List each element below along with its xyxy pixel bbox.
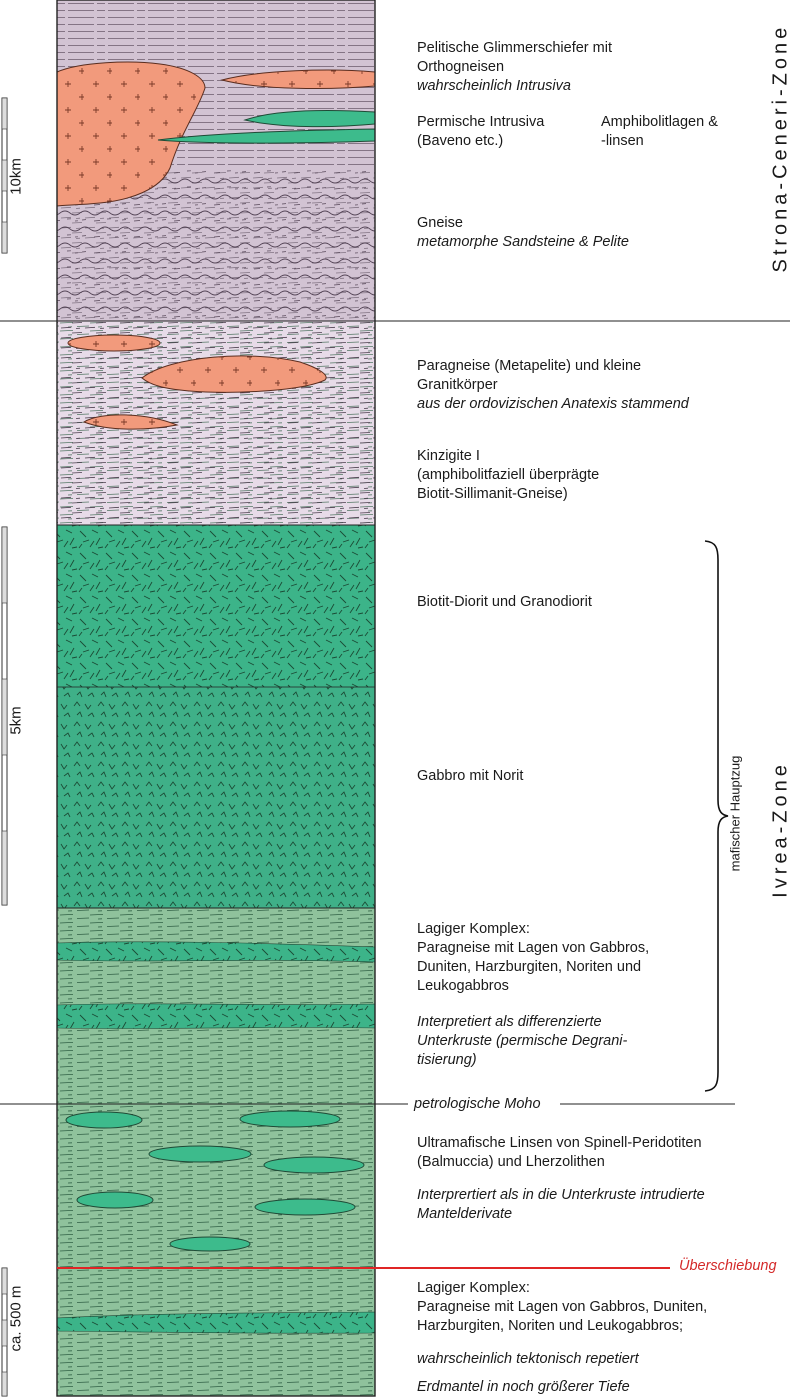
unit-layered-lower-note2: Erdmantel in noch größerer Tiefe [417, 1379, 630, 1395]
zone-label-ivrea: Ivrea-Zone [769, 761, 790, 898]
moho-label: petrologische Moho [414, 1096, 541, 1112]
unit-paragneiss-line2: Granitkörper [417, 377, 498, 393]
unit-ultramafic-line2: (Balmuccia) und Lherzolithen [417, 1154, 605, 1170]
permian-intrusion [56, 61, 376, 207]
granite-bodies [67, 334, 327, 430]
unit-ultramafic-note1: Interprertiert als in die Unterkruste in… [417, 1187, 705, 1203]
layer-layered-complex-lower [56, 1268, 376, 1396]
unit-kinzigite-line2: (amphibolitfaziell überprägte [417, 467, 600, 483]
unit-ultramafic-note: Interprertiert als in die Unterkruste in… [417, 1186, 705, 1224]
unit-layered: Lagiger Komplex: Paragneise mit Lagen vo… [417, 920, 649, 996]
unit-layered-line3: Duniten, Harzburgiten, Noriten und [417, 959, 642, 975]
unit-permian-line2: (Baveno etc.) [417, 133, 504, 149]
unit-amphibolite-line2: -linsen [601, 133, 644, 149]
unit-layered-lower-line3: Harzburgiten, Noriten und Leukogabbros; [417, 1318, 683, 1334]
scale-bar-5km [1, 526, 8, 906]
scale-bar-10km [1, 97, 8, 254]
unit-gabbro-line1: Gabbro mit Norit [417, 768, 524, 784]
unit-layered-lower-line2: Paragneise mit Lagen von Gabbros, Dunite… [417, 1299, 708, 1315]
unit-kinzigite-line1: Kinzigite I [417, 448, 480, 464]
unit-gneiss-line1: Gneise [417, 215, 463, 231]
unit-ultramafic: Ultramafische Linsen von Spinell-Peridot… [417, 1134, 702, 1172]
layer-diorite [57, 525, 375, 687]
unit-permian: Permische Intrusiva (Baveno etc.) [417, 113, 544, 151]
scale-bar-500m [1, 1267, 8, 1397]
thrust-label: Überschiebung [679, 1258, 777, 1274]
unit-paragneiss: Paragneise (Metapelite) und kleine Grani… [417, 357, 689, 414]
layer-ultramafic [57, 1104, 375, 1268]
column-border [56, 0, 376, 1397]
unit-paragneiss-note: aus der ordovizischen Anatexis stammend [417, 396, 689, 412]
label-mafic-main: mafischer Hauptzug [727, 755, 743, 872]
unit-pelitic: Pelitische Glimmerschiefer mit Orthognei… [417, 39, 612, 96]
unit-pelitic-note: wahrscheinlich Intrusiva [417, 78, 571, 94]
unit-layered-lower-note1: wahrscheinlich tektonisch repetiert [417, 1351, 639, 1367]
unit-layered-lower-line1: Lagiger Komplex: [417, 1280, 530, 1296]
layer-layered-complex [56, 908, 376, 1104]
unit-ultramafic-line1: Ultramafische Linsen von Spinell-Peridot… [417, 1135, 702, 1151]
unit-layered-line2: Paragneise mit Lagen von Gabbros, [417, 940, 650, 956]
unit-layered-note2: Unterkruste (permische Degrani- [417, 1033, 628, 1049]
unit-layered-note: Interpretiert als differenzierte Unterkr… [417, 1013, 627, 1070]
unit-diorite-line1: Biotit-Diorit und Granodiorit [417, 594, 592, 610]
unit-layered-line4: Leukogabbros [417, 978, 509, 994]
mafic-brace [704, 540, 729, 1092]
scale-label-5km: 5km [7, 706, 25, 735]
unit-layered-note1: Interpretiert als differenzierte [417, 1014, 602, 1030]
unit-kinzigite-line3: Biotit-Sillimanit-Gneise) [417, 486, 568, 502]
unit-ultramafic-note2: Mantelderivate [417, 1206, 513, 1222]
unit-kinzigite: Kinzigite I (amphibolitfaziell überprägt… [417, 447, 599, 504]
scale-label-500m: ca. 500 m [7, 1285, 25, 1352]
unit-amphibolite: Amphibolitlagen & -linsen [601, 113, 718, 151]
unit-diorite: Biotit-Diorit und Granodiorit [417, 593, 592, 612]
unit-layered-line1: Lagiger Komplex: [417, 921, 530, 937]
unit-permian-line1: Permische Intrusiva [417, 114, 545, 130]
unit-paragneiss-line1: Paragneise (Metapelite) und kleine [417, 358, 642, 374]
unit-amphibolite-line1: Amphibolitlagen & [601, 114, 718, 130]
scale-label-10km: 10km [7, 158, 25, 195]
zone-label-strona-ceneri: Strona-Ceneri-Zone [769, 23, 790, 273]
unit-layered-note3: tisierung) [417, 1052, 477, 1068]
layer-gabbro [57, 687, 375, 908]
unit-gabbro: Gabbro mit Norit [417, 767, 523, 786]
unit-pelitic-line2: Orthogneisen [417, 59, 505, 75]
unit-gneiss-note: metamorphe Sandsteine & Pelite [417, 234, 629, 250]
unit-gneiss: Gneise metamorphe Sandsteine & Pelite [417, 214, 629, 252]
unit-layered-lower: Lagiger Komplex: Paragneise mit Lagen vo… [417, 1279, 707, 1336]
unit-pelitic-line1: Pelitische Glimmerschiefer mit [417, 40, 612, 56]
